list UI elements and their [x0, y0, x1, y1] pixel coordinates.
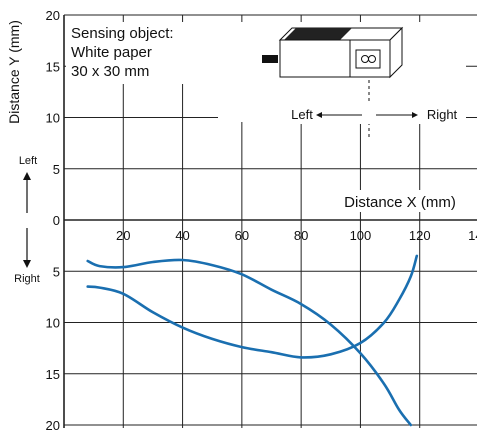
annotation-bg — [66, 22, 218, 84]
y-direction-arrowhead-down — [23, 260, 31, 268]
x-axis-title: Distance X (mm) — [344, 194, 456, 211]
y-tick-label: 5 — [53, 264, 60, 279]
x-tick-label: 140 — [468, 228, 477, 243]
x-tick-label: 80 — [294, 228, 308, 243]
sensor-illustration: Left Right — [218, 22, 466, 140]
sensor-body-side — [389, 26, 403, 79]
y-tick-label: 20 — [46, 418, 60, 430]
sensor-right-label: Right — [427, 107, 458, 122]
series-layer — [86, 254, 419, 427]
sensor-cable-icon — [262, 55, 278, 63]
y-tick-label: 5 — [53, 162, 60, 177]
y-tick-label: 10 — [46, 316, 60, 331]
y-tick-label: 0 — [53, 213, 60, 228]
sensor-body-top-dark — [284, 28, 352, 40]
y-axis-title: Distance Y (mm) — [6, 20, 22, 124]
annotation-line-1: Sensing object: — [71, 25, 174, 42]
y-direction-left-label: Left — [19, 155, 37, 167]
x-tick-label: 120 — [409, 228, 431, 243]
x-tick-label: 100 — [350, 228, 372, 243]
tick-labels: 20 15 10 5 0 5 10 15 20 20 40 60 80 100 120 140 — [46, 8, 477, 430]
series-line-1 — [86, 254, 419, 359]
y-direction-arrowhead-up — [23, 172, 31, 180]
x-tick-label: 20 — [116, 228, 130, 243]
x-tick-label: 40 — [175, 228, 189, 243]
series-line-2 — [86, 258, 413, 427]
annotation-line-3: 30 x 30 mm — [71, 63, 149, 80]
x-tick-label: 60 — [235, 228, 249, 243]
sensor-left-label: Left — [291, 107, 313, 122]
y-tick-label: 15 — [46, 59, 60, 74]
y-tick-label: 10 — [46, 111, 60, 126]
y-tick-label: 15 — [46, 367, 60, 382]
x-axis-title-bg — [326, 190, 474, 212]
annotation-line-2: White paper — [71, 44, 152, 61]
y-tick-label: 20 — [46, 8, 60, 23]
y-direction-right-label: Right — [14, 273, 40, 285]
